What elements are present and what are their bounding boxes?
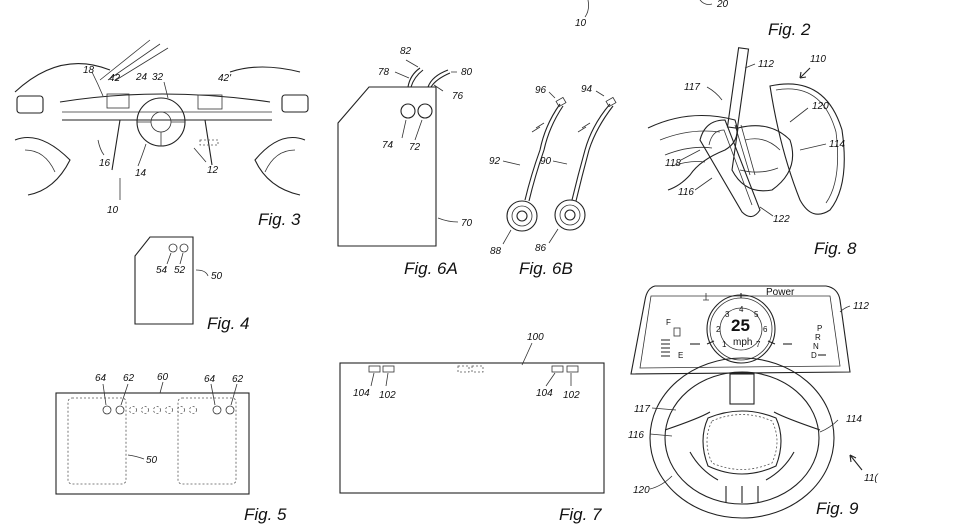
dial-number: 7 bbox=[756, 340, 761, 349]
gear-indicator: P bbox=[817, 324, 822, 333]
ref-label: 90 bbox=[540, 156, 552, 167]
ref-label: 54 bbox=[156, 265, 168, 276]
ref-label: 112 bbox=[853, 301, 869, 312]
dial-number: 3 bbox=[725, 310, 730, 319]
ref-label: 70 bbox=[461, 218, 473, 229]
fig-9: 1 2 3 4 5 6 7 25 mph Power F E P R N D bbox=[628, 285, 879, 519]
dial-number: 1 bbox=[722, 340, 727, 349]
ref-label: 104 bbox=[353, 388, 370, 399]
dial-number: 6 bbox=[763, 325, 768, 334]
ref-label: 82 bbox=[400, 46, 412, 57]
ref-label: 112 bbox=[758, 59, 774, 70]
figure-caption: Fig. 5 bbox=[244, 505, 287, 524]
figure-caption: Fig. 8 bbox=[814, 239, 857, 258]
fig-8: 112 110 117 120 114 118 116 122 Fig. 8 bbox=[647, 47, 857, 258]
ref-label: 118 bbox=[665, 158, 681, 169]
steering-hub bbox=[702, 410, 782, 475]
ref-label: 96 bbox=[535, 85, 547, 96]
ref-label: 116 bbox=[678, 187, 694, 198]
instrument-cluster bbox=[630, 285, 851, 375]
ref-label: 116 bbox=[628, 430, 644, 441]
figure-caption: Fig. 2 bbox=[768, 20, 811, 39]
ref-label: 110 bbox=[810, 54, 826, 65]
ref-label: 76 bbox=[452, 91, 464, 102]
gear-indicator: R bbox=[815, 333, 821, 342]
fuel-empty-label: E bbox=[678, 351, 683, 360]
power-label: Power bbox=[766, 287, 795, 298]
ref-label: 12 bbox=[207, 165, 219, 176]
figure-caption: Fig. 7 bbox=[559, 505, 602, 524]
ref-label: 114 bbox=[846, 414, 862, 425]
ref-label: 10 bbox=[575, 18, 587, 29]
ref-label: 18 bbox=[83, 65, 95, 76]
figure-caption: Fig. 6B bbox=[519, 259, 573, 278]
figure-caption: Fig. 9 bbox=[816, 499, 859, 518]
ref-label: 80 bbox=[461, 67, 473, 78]
ref-label: 20 bbox=[716, 0, 729, 10]
ref-label: 24 bbox=[135, 72, 148, 83]
ref-label: 14 bbox=[135, 168, 147, 179]
fig-5: 64 62 60 64 62 50 Fig. 5 bbox=[55, 372, 287, 524]
ref-label: 114 bbox=[829, 139, 845, 150]
ref-label: 62 bbox=[123, 373, 135, 384]
ref-label: 64 bbox=[204, 374, 216, 385]
dial-number: 5 bbox=[754, 310, 759, 319]
ref-label: 100 bbox=[527, 332, 544, 343]
ref-label: 74 bbox=[382, 140, 394, 151]
ref-label: 11( bbox=[864, 473, 879, 484]
fig-4: 54 52 50 Fig. 4 bbox=[134, 236, 250, 333]
ref-label: 62 bbox=[232, 374, 244, 385]
figure-caption: Fig. 3 bbox=[258, 210, 301, 229]
fig-6b: 96 94 92 90 88 86 Fig. 6B bbox=[489, 84, 617, 278]
fig-2: 10 20 Fig. 2 bbox=[575, 0, 811, 39]
ref-label: 10 bbox=[107, 205, 119, 216]
speed-unit: mph bbox=[733, 337, 752, 348]
ref-label: 42' bbox=[218, 73, 232, 84]
fig-6a: 82 78 80 76 74 72 70 Fig. 6A bbox=[337, 46, 473, 278]
ref-label: 88 bbox=[490, 246, 502, 257]
ref-label: 72 bbox=[409, 142, 421, 153]
fig-7: 100 104 102 104 102 Fig. 7 bbox=[339, 332, 605, 524]
gear-indicator: D bbox=[811, 351, 817, 360]
ref-label: 16 bbox=[99, 158, 111, 169]
ref-label: 122 bbox=[773, 214, 790, 225]
ref-label: 32 bbox=[152, 72, 164, 83]
steering-wheel-rim bbox=[649, 357, 835, 519]
ref-label: 42 bbox=[109, 73, 121, 84]
figure-caption: Fig. 6A bbox=[404, 259, 458, 278]
ref-label: 94 bbox=[581, 84, 593, 95]
gear-indicator: N bbox=[813, 342, 819, 351]
ref-label: 120 bbox=[812, 101, 829, 112]
warning-icon bbox=[703, 293, 709, 301]
figure-caption: Fig. 4 bbox=[207, 314, 250, 333]
fuel-pump-icon bbox=[673, 327, 681, 337]
speed-readout: 25 bbox=[731, 316, 750, 335]
ref-label: 50 bbox=[211, 271, 223, 282]
ref-label: 102 bbox=[563, 390, 580, 401]
ref-label: 120 bbox=[633, 485, 650, 496]
ref-label: 86 bbox=[535, 243, 547, 254]
dial-number: 4 bbox=[739, 305, 744, 314]
fuel-level-bars bbox=[661, 339, 670, 357]
dial-number: 2 bbox=[716, 325, 721, 334]
ref-label: 117 bbox=[684, 82, 700, 93]
ref-label: 117 bbox=[634, 404, 650, 415]
ref-label: 60 bbox=[157, 372, 169, 383]
ref-label: 64 bbox=[95, 373, 107, 384]
ref-label: 104 bbox=[536, 388, 553, 399]
fuel-full-label: F bbox=[666, 318, 671, 327]
fig-3: 18 42 24 32 42' 16 14 12 10 Fig. 3 bbox=[14, 39, 309, 229]
ref-label: 102 bbox=[379, 390, 396, 401]
ref-label: 50 bbox=[146, 455, 158, 466]
ref-label: 78 bbox=[378, 67, 390, 78]
ref-label: 92 bbox=[489, 156, 501, 167]
ref-label: 52 bbox=[174, 265, 186, 276]
